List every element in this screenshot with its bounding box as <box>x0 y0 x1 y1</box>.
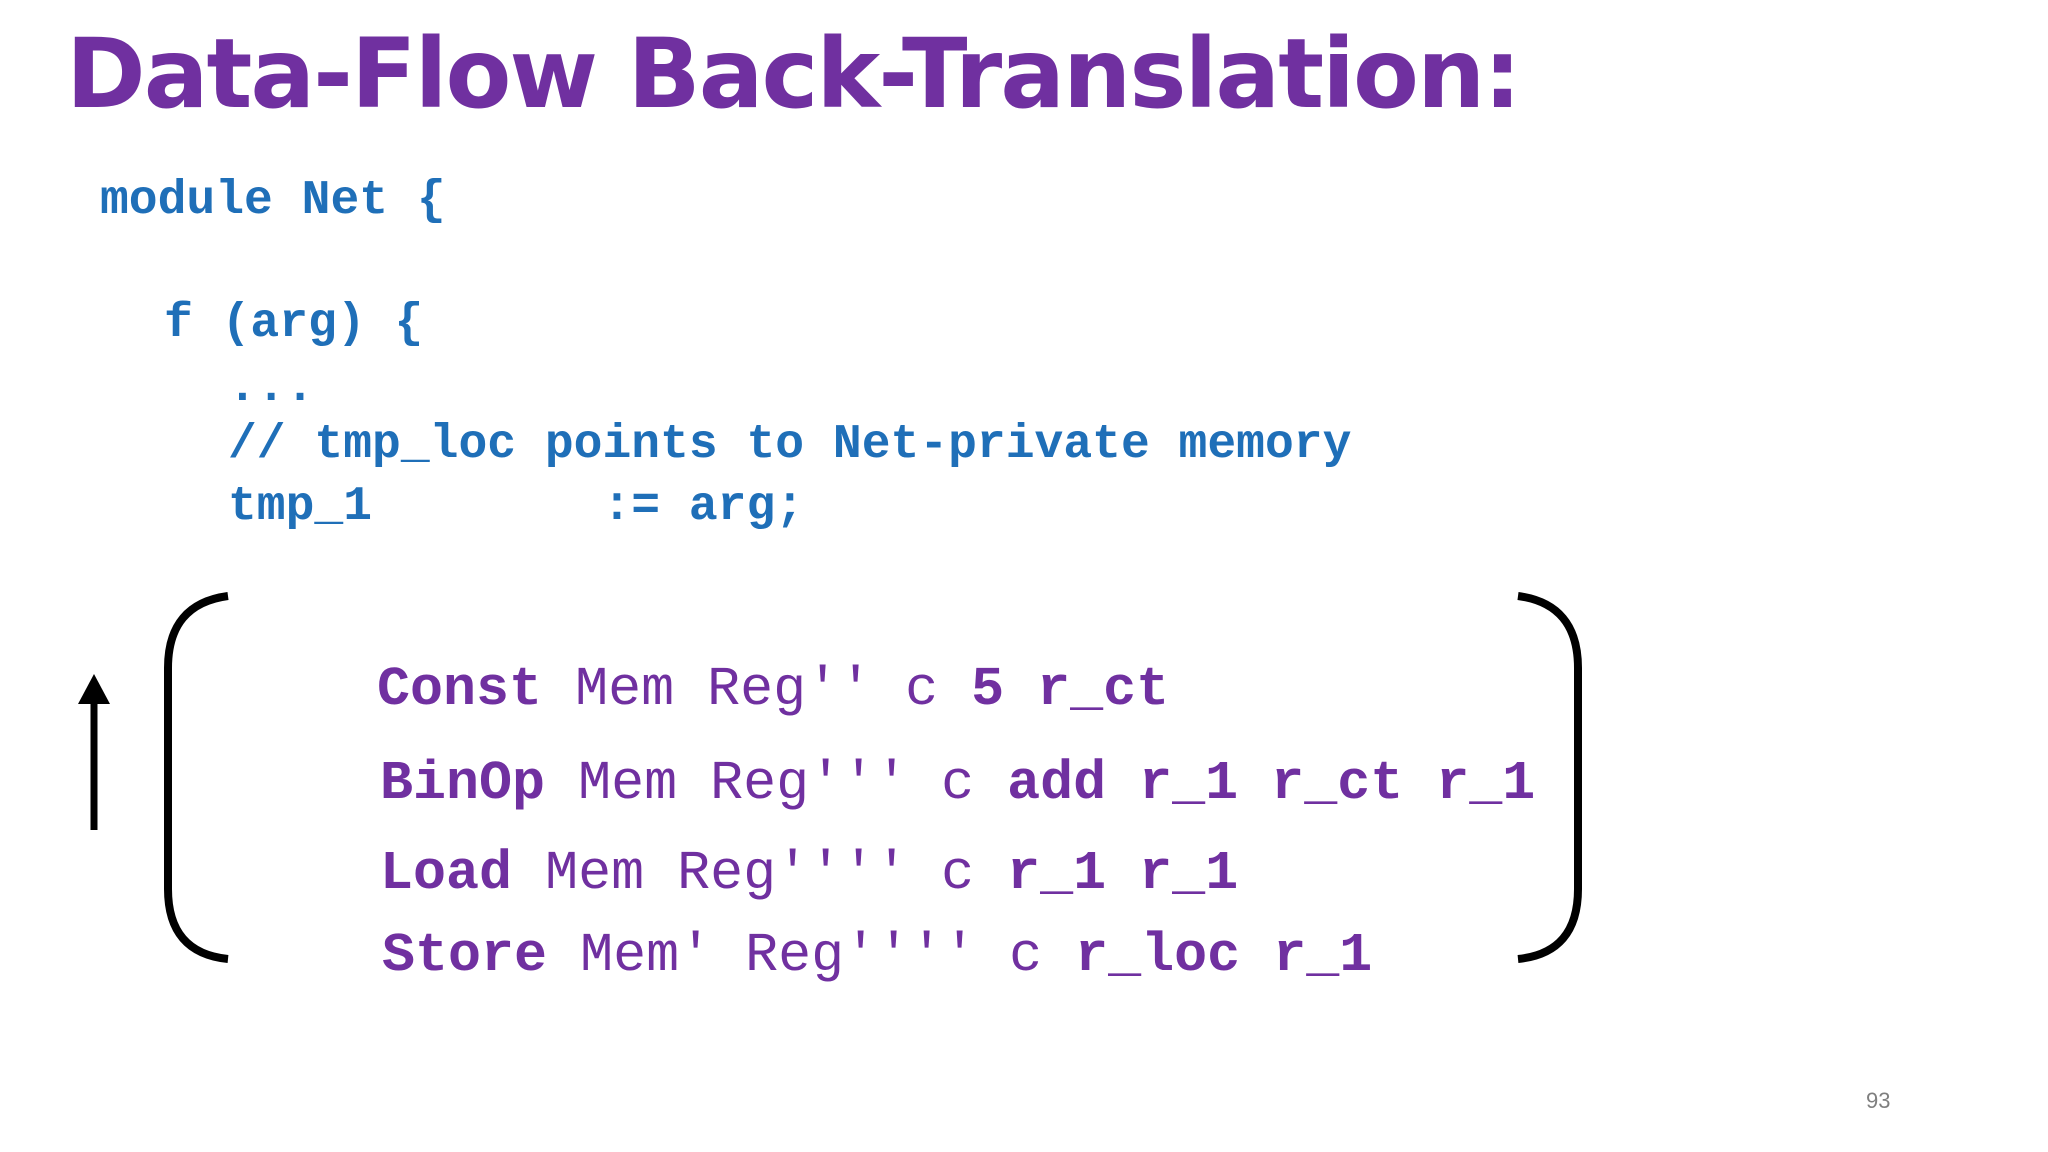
slide-title: Data-Flow Back-Translation: <box>66 18 1522 130</box>
ir-args: r_loc r_1 <box>1075 924 1373 987</box>
ir-state: Mem Reg'' c <box>542 658 972 721</box>
ir-state: Mem' Reg'''' c <box>547 924 1076 987</box>
ir-op: Store <box>382 924 548 987</box>
code-line-ellipsis: ... <box>228 361 315 415</box>
code-line-module: module Net { <box>100 174 446 228</box>
page-number: 93 <box>1866 1088 1891 1113</box>
right-bracket <box>1517 592 1582 963</box>
up-arrow-icon <box>78 674 110 830</box>
code-line-function: f (arg) { <box>164 297 424 351</box>
ir-line-binop: BinOp Mem Reg''' c add r_1 r_ct r_1 <box>248 701 1535 866</box>
ir-args: r_1 r_1 <box>1007 842 1239 905</box>
ir-line-load: Load Mem Reg'''' c r_1 r_1 <box>248 791 1238 956</box>
ir-state: Mem Reg''' c <box>545 752 1008 815</box>
code-line-comment: // tmp_loc points to Net-private memory <box>228 418 1352 472</box>
ir-line-const: Const Mem Reg'' c 5 r_ct <box>245 607 1169 772</box>
ir-args: add r_1 r_ct r_1 <box>1007 752 1536 815</box>
ir-op: Const <box>377 658 543 721</box>
ir-state: Mem Reg'''' c <box>512 842 1008 905</box>
ir-args: 5 r_ct <box>971 658 1170 721</box>
code-line-assignment: tmp_1 := arg; <box>228 480 805 534</box>
ir-op: BinOp <box>380 752 546 815</box>
left-bracket <box>164 592 229 963</box>
ir-line-store: Store Mem' Reg'''' c r_loc r_1 <box>250 873 1372 1038</box>
ir-op: Load <box>380 842 513 905</box>
